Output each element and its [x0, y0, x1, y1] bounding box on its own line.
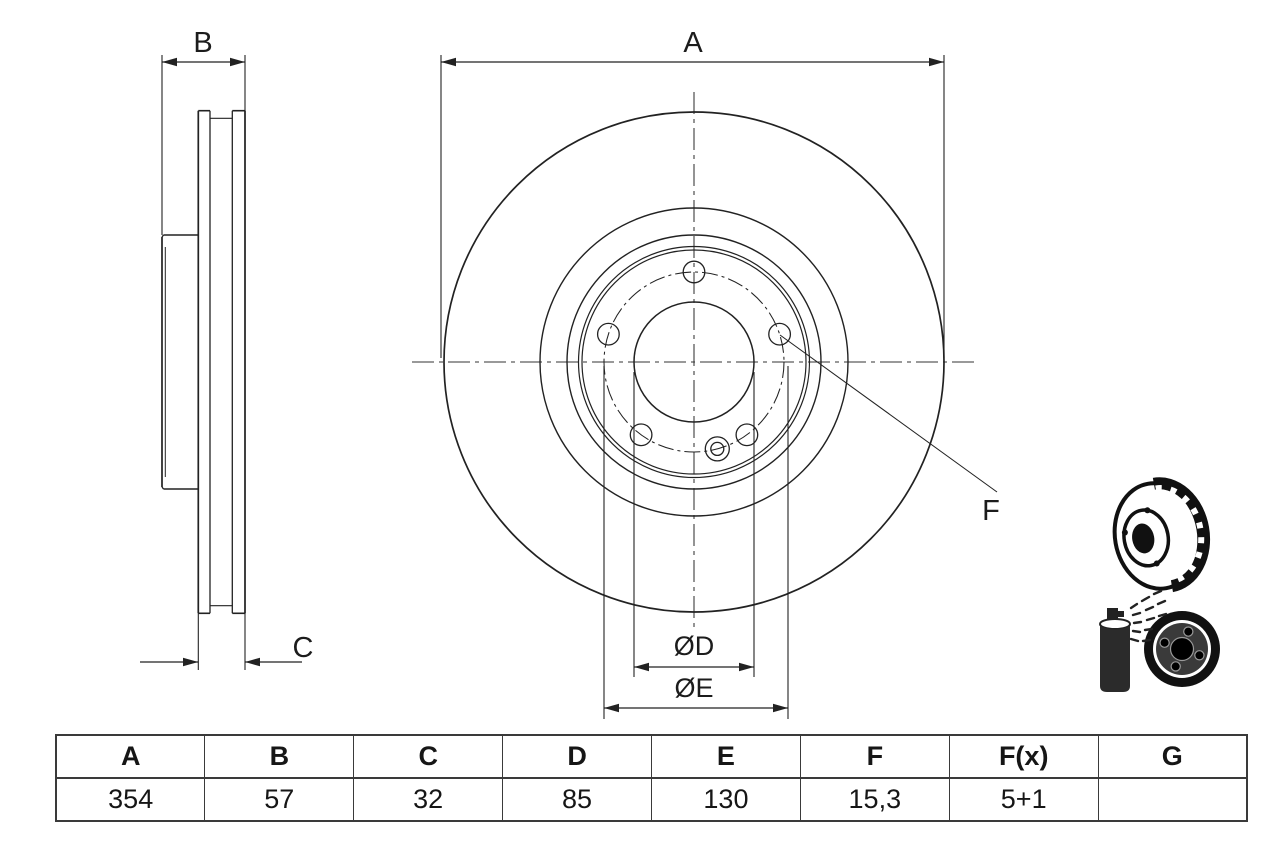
header-cell-C: C — [353, 735, 504, 779]
dim-label-bore-diameter: ØD — [674, 631, 715, 661]
value-cell-F: 15,3 — [799, 778, 950, 821]
header-cell-F: F — [799, 735, 950, 779]
vented-brake-disc-icon — [1112, 477, 1211, 593]
front-view — [412, 92, 998, 632]
value-cell-C: 32 — [353, 778, 504, 821]
header-cell-E: E — [651, 735, 801, 779]
header-cell-Fx: F(x) — [948, 735, 1099, 779]
outer-diameter-circle — [443, 111, 945, 613]
dim-label-F: F — [982, 495, 1000, 527]
header-cell-B: B — [204, 735, 355, 779]
leader-line-F — [779, 334, 998, 493]
value-cell-D: 85 — [502, 778, 652, 821]
header-cell-A: A — [55, 735, 206, 779]
bolt-circle-centerline — [603, 271, 785, 453]
value-cell-E: 130 — [651, 778, 801, 821]
dim-label-A: A — [683, 27, 703, 59]
value-cell-G — [1097, 778, 1248, 821]
arrowhead-icon — [634, 662, 649, 672]
hat-chamfer-inner-circle — [581, 249, 807, 475]
dim-label-C: C — [293, 632, 314, 664]
dimension-D: ØD — [633, 372, 755, 677]
arrowhead-icon — [162, 57, 177, 67]
spray-can-icon — [1099, 608, 1131, 692]
dimensions-table: A B C D E F F(x) G 354 57 32 85 130 15,3… — [55, 734, 1248, 822]
arrowhead-icon — [441, 57, 456, 67]
arrowhead-icon — [773, 703, 788, 713]
coating-spray-icon — [1099, 589, 1220, 692]
header-cell-D: D — [502, 735, 652, 779]
arrowhead-icon — [604, 703, 619, 713]
dim-label-B: B — [193, 27, 212, 59]
arrowhead-icon — [245, 657, 260, 667]
dimension-E: ØE — [603, 366, 789, 719]
dimension-C: C — [140, 632, 314, 667]
arrowhead-icon — [230, 57, 245, 67]
locating-pin-hole — [704, 436, 730, 462]
value-cell-Fx: 5+1 — [948, 778, 1099, 821]
centerlines — [412, 92, 975, 632]
hat-chamfer-outer-circle — [577, 245, 811, 479]
arrowhead-icon — [739, 662, 754, 672]
friction-surface-inner-circle — [539, 207, 849, 517]
dimension-A: A — [440, 27, 945, 358]
technical-drawing: B C — [140, 27, 1220, 719]
side-view-hat — [161, 234, 199, 490]
bolt-holes — [596, 260, 792, 447]
side-view-cross-section — [161, 55, 246, 670]
arrowhead-icon — [929, 57, 944, 67]
table-value-row: 354 57 32 85 130 15,3 5+1 — [55, 778, 1248, 821]
table-header-row: A B C D E F F(x) G — [55, 735, 1248, 779]
header-cell-G: G — [1097, 735, 1248, 779]
icon-bolt-holes — [1159, 626, 1205, 672]
dimension-B: B — [162, 27, 245, 67]
spray-droplets-icon — [1129, 589, 1168, 643]
dim-label-bolt-circle-diameter: ØE — [674, 673, 713, 703]
center-bore-circle — [633, 301, 755, 423]
hat-flange-circle — [566, 234, 822, 490]
value-cell-B: 57 — [204, 778, 355, 821]
value-cell-A: 354 — [55, 778, 206, 821]
arrowhead-icon — [183, 657, 199, 667]
